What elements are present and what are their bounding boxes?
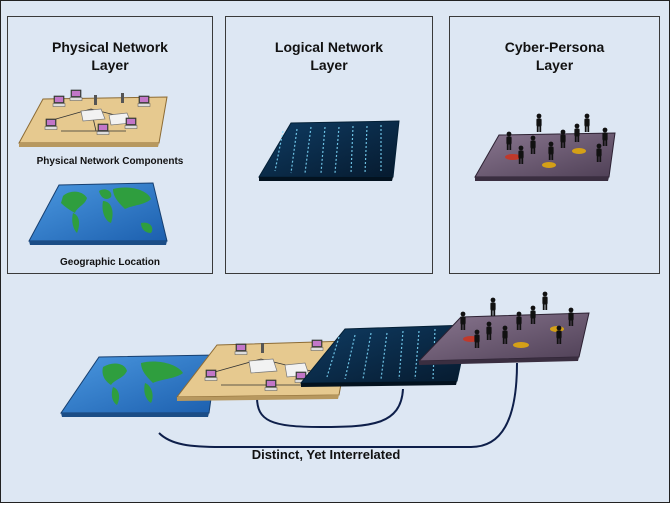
world-map-icon	[28, 182, 168, 245]
caption-physical-network-components: Physical Network Components	[36, 156, 184, 167]
people-silhouette-icon	[474, 113, 616, 181]
panel-title-physical: Physical Network Layer	[52, 39, 168, 73]
panel-title-logical: Logical Network Layer	[274, 39, 384, 73]
network-desk-icon	[18, 89, 168, 147]
binary-code-icon	[258, 120, 400, 181]
bottom-caption: Distinct, Yet Interrelated	[251, 447, 401, 462]
combined-binary-code-icon	[299, 324, 470, 387]
caption-geographic-location: Geographic Location	[59, 257, 160, 268]
panel-title-cyber-persona: Cyber-Persona Layer	[504, 39, 605, 73]
combined-people-silhouette-icon	[417, 291, 590, 365]
layer-connectors	[158, 362, 518, 448]
